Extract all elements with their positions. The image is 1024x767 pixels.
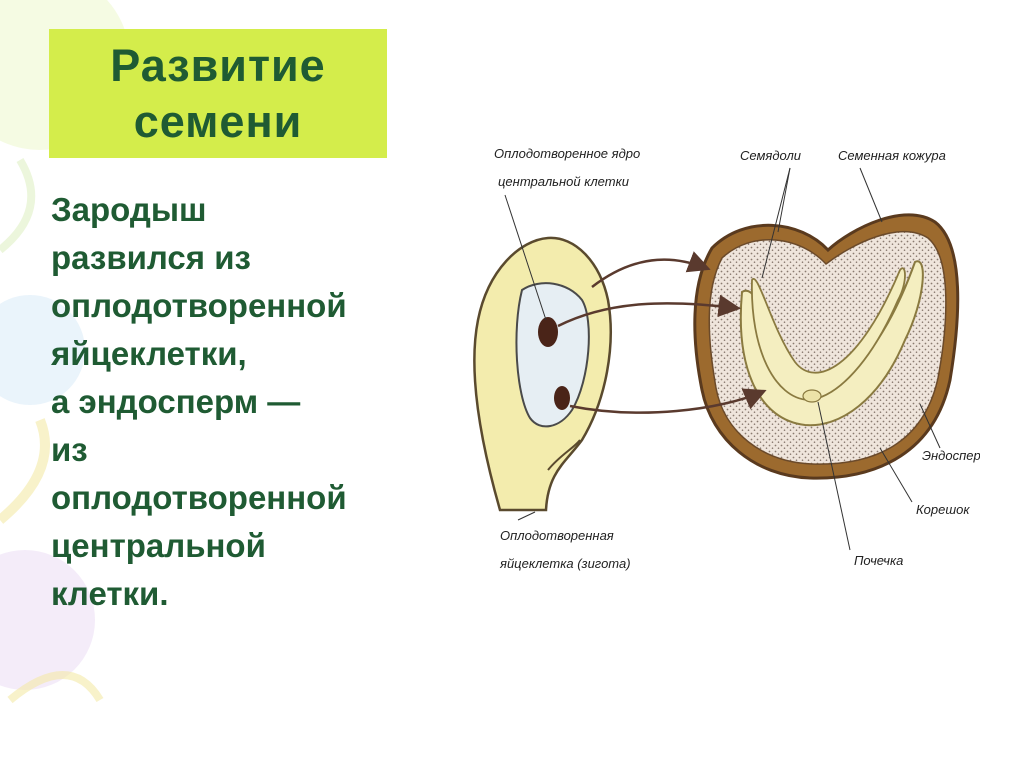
body-line: из <box>51 431 88 468</box>
title-line: семени <box>133 95 303 147</box>
body-line: развился из <box>51 239 251 276</box>
seed-development-diagram: Оплодотворенное ядро центральной клетки … <box>473 146 980 571</box>
label-zygote: яйцеклетка (зигота) <box>499 556 631 571</box>
label-cotyledons: Семядоли <box>740 148 801 163</box>
title-line: Развитие <box>110 39 326 91</box>
slide-title: Развитие семени <box>49 29 387 158</box>
label-zygote: Оплодотворенная <box>500 528 614 543</box>
body-line: яйцеклетки, <box>51 335 247 372</box>
body-line: оплодотворенной <box>51 287 347 324</box>
body-line: Зародыш <box>51 191 207 228</box>
leader-line <box>761 167 791 279</box>
body-text: Зародыш развился из оплодотворенной яйце… <box>51 186 431 618</box>
body-line: центральной <box>51 527 266 564</box>
embryo <box>739 260 924 427</box>
label-fertilized-central-nucleus: центральной клетки <box>498 174 629 189</box>
arrow-zygote-to-embryo <box>569 388 767 414</box>
central-nucleus <box>538 317 558 347</box>
leader-line <box>817 401 851 551</box>
body-line: а эндосперм — <box>51 383 301 420</box>
leader-line <box>919 403 941 449</box>
label-plumule: Почечка <box>854 553 903 568</box>
arrow-nucleus-to-endosperm <box>557 294 741 328</box>
body-line: клетки. <box>51 575 169 612</box>
body-line: оплодотворенной <box>51 479 347 516</box>
zygote <box>554 386 570 410</box>
label-radicle: Корешок <box>916 502 970 517</box>
arrow-central-to-endosperm <box>591 251 711 288</box>
leader-line <box>504 194 547 321</box>
leader-line <box>859 167 883 223</box>
leader-line <box>517 511 536 521</box>
label-endosperm: Эндосперм <box>922 448 980 463</box>
label-seed-coat: Семенная кожура <box>838 148 946 163</box>
leader-line <box>879 447 913 503</box>
leader-line <box>777 167 791 233</box>
label-fertilized-central-nucleus: Оплодотворенное ядро <box>494 146 640 161</box>
